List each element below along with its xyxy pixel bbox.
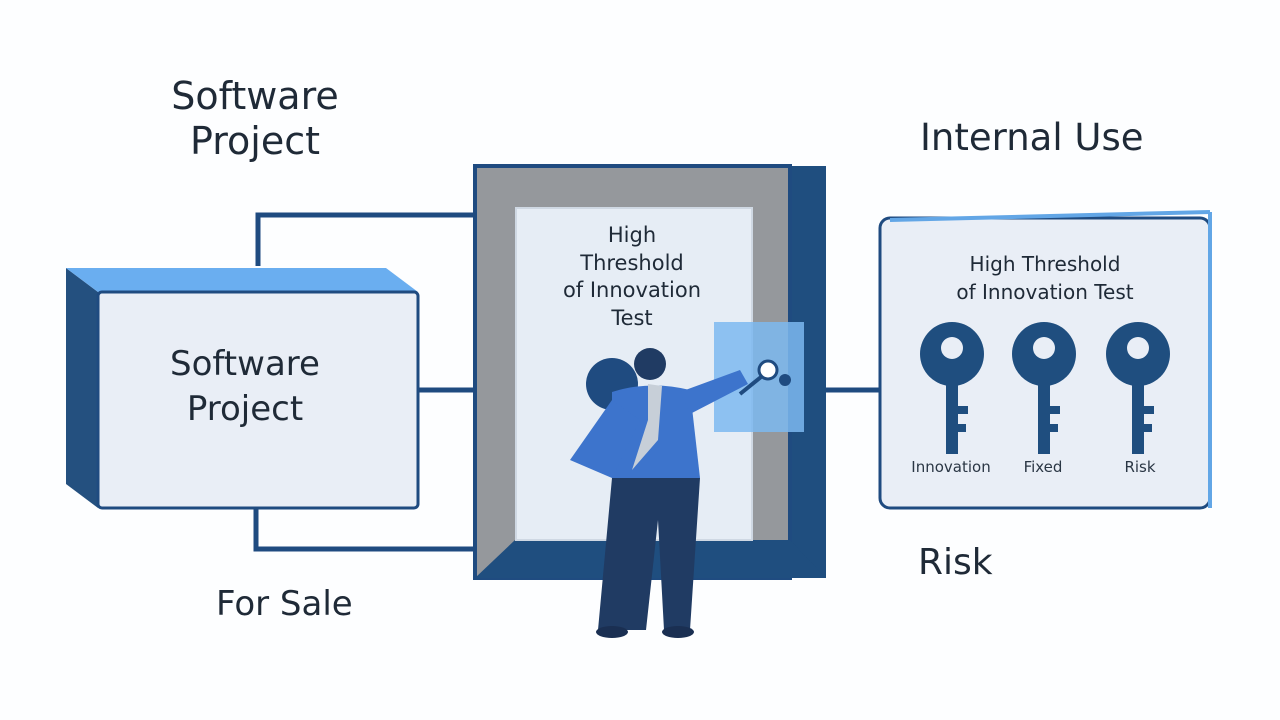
key-icon — [1012, 322, 1076, 454]
box-side-face — [66, 268, 98, 508]
key-label-innovation: Innovation — [911, 458, 991, 476]
person-foot-left — [596, 626, 628, 638]
box-top-face — [66, 268, 418, 292]
person-head — [634, 348, 666, 380]
box-front-face — [96, 290, 420, 510]
software-project-box — [66, 268, 420, 510]
panel-top-highlight — [889, 210, 1211, 222]
risk-label: Risk — [918, 542, 993, 583]
connector-bottom-left — [253, 508, 476, 552]
person-tie — [632, 384, 662, 470]
person-figure — [570, 348, 791, 638]
door-handle-bar — [804, 322, 826, 450]
key-icon — [920, 322, 984, 454]
title-software-project: Software Project — [160, 74, 350, 164]
internal-use-heading: Internal Use — [920, 116, 1144, 159]
connector-top-left — [255, 212, 476, 266]
key-icon — [1106, 322, 1170, 454]
person-legs — [598, 478, 700, 630]
panel-test-label: High Threshold of Innovation Test — [956, 252, 1134, 304]
key-label-fixed: Fixed — [1023, 458, 1063, 476]
key-label-risk: Risk — [1124, 458, 1156, 476]
person-foot-right — [662, 626, 694, 638]
for-sale-label: For Sale — [216, 584, 353, 624]
door-test-label: High Threshold of Innovation Test — [562, 223, 702, 331]
software-project-box-label: Software Project — [170, 344, 320, 430]
connector-lines — [253, 212, 882, 552]
key-icon — [738, 359, 791, 396]
person-arm-left — [570, 400, 640, 478]
title-line-1: Software — [171, 74, 339, 118]
person-arm-right — [680, 370, 748, 414]
title-line-2: Project — [189, 118, 320, 163]
